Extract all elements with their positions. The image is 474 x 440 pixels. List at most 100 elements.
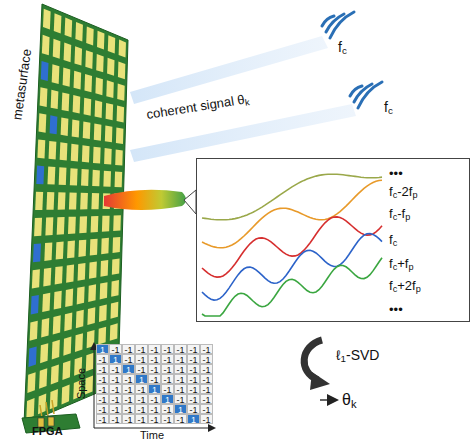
table-cell: -1 <box>200 414 213 424</box>
unit-cell <box>42 35 50 55</box>
unit-cell <box>91 216 99 232</box>
signal-beam <box>130 36 328 104</box>
unit-cell <box>110 302 118 319</box>
table-cell: -1 <box>135 364 148 374</box>
unit-cell <box>87 330 95 348</box>
unit-cell <box>53 39 61 59</box>
unit-cell <box>50 115 58 134</box>
table-cell: -1 <box>135 384 148 394</box>
table-cell: -1 <box>161 384 174 394</box>
unit-cell <box>39 368 47 388</box>
table-cell: -1 <box>200 394 213 404</box>
unit-cell <box>60 142 68 160</box>
time-axis <box>94 428 214 429</box>
unit-cell <box>85 50 93 69</box>
unit-cell <box>105 126 113 143</box>
unit-cell <box>31 295 39 315</box>
unit-cell <box>100 282 108 299</box>
unit-cell <box>49 141 57 160</box>
unit-cell <box>72 119 80 137</box>
spectrum-waves <box>202 174 382 316</box>
fpga-part <box>48 417 54 426</box>
unit-cell <box>65 18 73 38</box>
unit-cell <box>104 148 112 164</box>
table-cell: -1 <box>161 374 174 384</box>
unit-cell <box>99 304 107 322</box>
unit-cell <box>70 168 78 185</box>
unit-cell <box>78 240 86 257</box>
table-cell: -1 <box>148 394 161 404</box>
table-cell: -1 <box>187 374 200 384</box>
unit-cell <box>108 35 115 53</box>
table-cell: -1 <box>109 384 122 394</box>
frequency-label: ••• <box>389 167 403 180</box>
unit-cell <box>73 95 81 113</box>
unit-cell <box>102 216 110 232</box>
table-cell: -1 <box>174 344 187 354</box>
unit-cell <box>97 31 104 50</box>
table-cell: -1 <box>109 404 122 414</box>
table-cell: 1 <box>109 354 122 364</box>
unit-cell <box>26 398 34 419</box>
unit-cell <box>93 147 101 164</box>
unit-cell <box>54 291 62 310</box>
unit-cell <box>90 239 98 256</box>
unit-cell <box>45 217 53 235</box>
unit-cell <box>67 241 75 259</box>
callout-pointer <box>184 190 196 214</box>
unit-cell <box>77 286 85 304</box>
table-cell: -1 <box>96 414 109 424</box>
frequency-label: fc <box>338 40 347 54</box>
table-cell: -1 <box>200 404 213 414</box>
table-cell: -1 <box>161 354 174 364</box>
table-cell: -1 <box>96 404 109 414</box>
table-cell: -1 <box>148 364 161 374</box>
unit-cell <box>86 26 93 45</box>
table-cell: -1 <box>174 374 187 384</box>
table-cell: -1 <box>122 404 135 414</box>
frequency-label: ••• <box>389 303 403 316</box>
space-axis <box>94 344 95 428</box>
unit-cell <box>76 310 84 328</box>
table-cell: -1 <box>96 374 109 384</box>
unit-cell <box>113 237 121 253</box>
table-cell: -1 <box>109 414 122 424</box>
unit-cell <box>35 192 43 210</box>
unit-cell <box>52 340 60 360</box>
table-cell: -1 <box>148 374 161 384</box>
unit-cell <box>52 64 60 84</box>
unit-cell <box>92 170 100 186</box>
unit-cell <box>38 394 46 415</box>
unit-cell <box>46 192 54 210</box>
table-cell: -1 <box>187 404 200 414</box>
table-cell: -1 <box>161 344 174 354</box>
table-cell: -1 <box>122 394 135 404</box>
unit-cell <box>41 318 49 338</box>
table-cell: -1 <box>161 414 174 424</box>
reflected-beam <box>104 190 186 210</box>
unit-cell <box>84 74 92 92</box>
unit-cell <box>111 280 119 297</box>
unit-cell <box>59 167 67 185</box>
unit-cell <box>106 80 113 98</box>
table-cell: 1 <box>187 414 200 424</box>
unit-cell <box>44 242 52 260</box>
unit-cell <box>74 71 82 90</box>
unit-cell <box>40 87 48 107</box>
unit-cell <box>95 77 103 95</box>
unit-cell <box>36 166 44 185</box>
table-cell: -1 <box>135 344 148 354</box>
unit-cell <box>47 166 55 184</box>
table-cell: 1 <box>161 394 174 404</box>
harmonic-wave <box>202 180 382 248</box>
unit-cell <box>103 171 111 187</box>
unit-cell <box>84 98 92 116</box>
frequency-label: fc <box>389 233 397 246</box>
table-cell: -1 <box>161 404 174 414</box>
unit-cell <box>87 307 95 325</box>
unit-cell <box>56 242 64 260</box>
frequency-label: fc+2fp <box>389 279 421 292</box>
unit-cell <box>51 364 59 384</box>
unit-cell <box>34 218 42 237</box>
